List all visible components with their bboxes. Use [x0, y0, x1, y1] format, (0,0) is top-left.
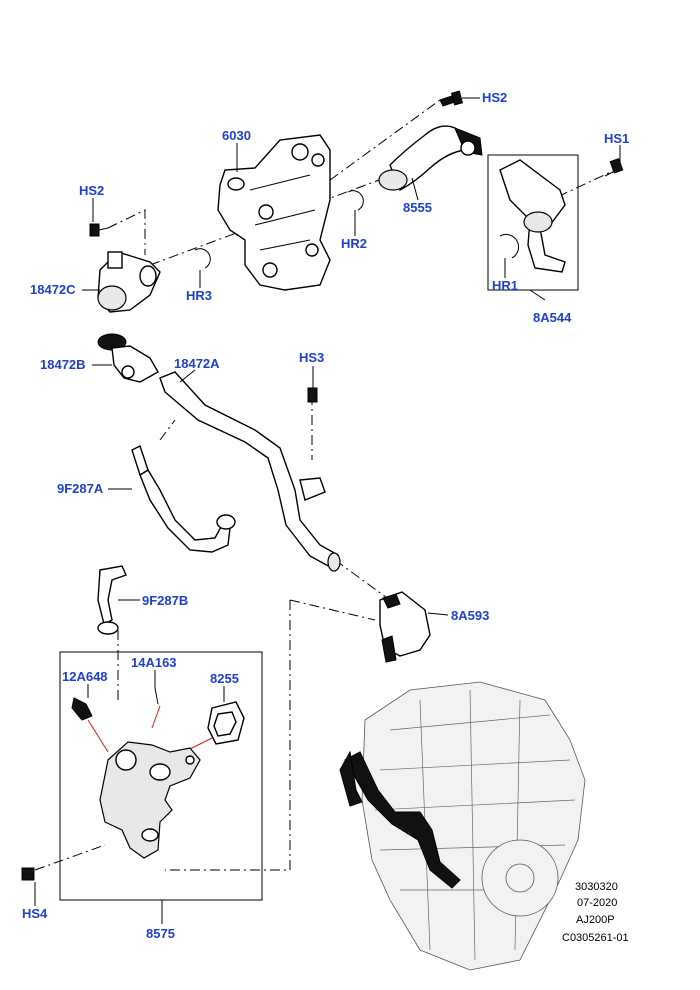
label-18472b: 18472B	[40, 357, 86, 372]
hose-8555	[378, 125, 483, 191]
adapter-18472b	[97, 333, 159, 383]
bracket-6030	[217, 134, 331, 291]
connector-18472c	[97, 251, 161, 313]
hose-8a593	[379, 591, 431, 663]
sensor-12a648	[71, 697, 109, 753]
ref-line-2: 07-2020	[577, 897, 617, 909]
bolt-hs1	[604, 158, 624, 177]
clip-hr3	[194, 248, 211, 269]
pipe-18472a	[159, 371, 341, 572]
label-hr2: HR2	[341, 236, 367, 251]
gasket-8255	[187, 701, 245, 751]
label-8555: 8555	[403, 200, 432, 215]
label-hs1: HS1	[604, 131, 629, 146]
label-hs2-left: HS2	[79, 183, 104, 198]
thermostat-housing-8575	[99, 741, 201, 859]
label-hs3: HS3	[299, 350, 324, 365]
hose-9f287a	[131, 445, 236, 553]
bolt-hs3	[307, 387, 318, 403]
label-12a648: 12A648	[62, 669, 108, 684]
label-8a544: 8A544	[533, 310, 572, 325]
hose-9f287b	[97, 565, 127, 635]
reference-block: 3030320 07-2020 AJ200P C0305261-01	[562, 881, 629, 944]
bolt-hs4	[21, 867, 35, 881]
pin-14a163	[151, 687, 161, 729]
label-8575: 8575	[146, 926, 175, 941]
clip-hr2	[347, 190, 364, 211]
label-hs2-top: HS2	[482, 90, 507, 105]
label-8255: 8255	[210, 671, 239, 686]
label-14a163: 14A163	[131, 655, 177, 670]
bolt-hs2-left	[89, 223, 109, 237]
label-9f287b: 9F287B	[142, 593, 188, 608]
callout-labels: HS2 HS1 6030 8555 HR2 HS2 18472C HR3 HR1…	[22, 90, 629, 941]
ref-line-1: 3030320	[575, 881, 618, 893]
hose-8a544-box	[487, 154, 579, 291]
bolt-hs2-top	[439, 90, 464, 107]
label-hs4: HS4	[22, 906, 48, 921]
label-9f287a: 9F287A	[57, 481, 104, 496]
ref-line-3: AJ200P	[576, 914, 615, 926]
label-6030: 6030	[222, 128, 251, 143]
label-18472a: 18472A	[174, 356, 220, 371]
thermostat-housing-box	[59, 651, 263, 901]
engine-location-view	[339, 681, 586, 971]
ref-line-4: C0305261-01	[562, 932, 629, 944]
label-8a593: 8A593	[451, 608, 489, 623]
callout-leaders	[34, 97, 621, 924]
label-18472c: 18472C	[30, 282, 76, 297]
label-hr3: HR3	[186, 288, 212, 303]
label-hr1: HR1	[492, 278, 518, 293]
